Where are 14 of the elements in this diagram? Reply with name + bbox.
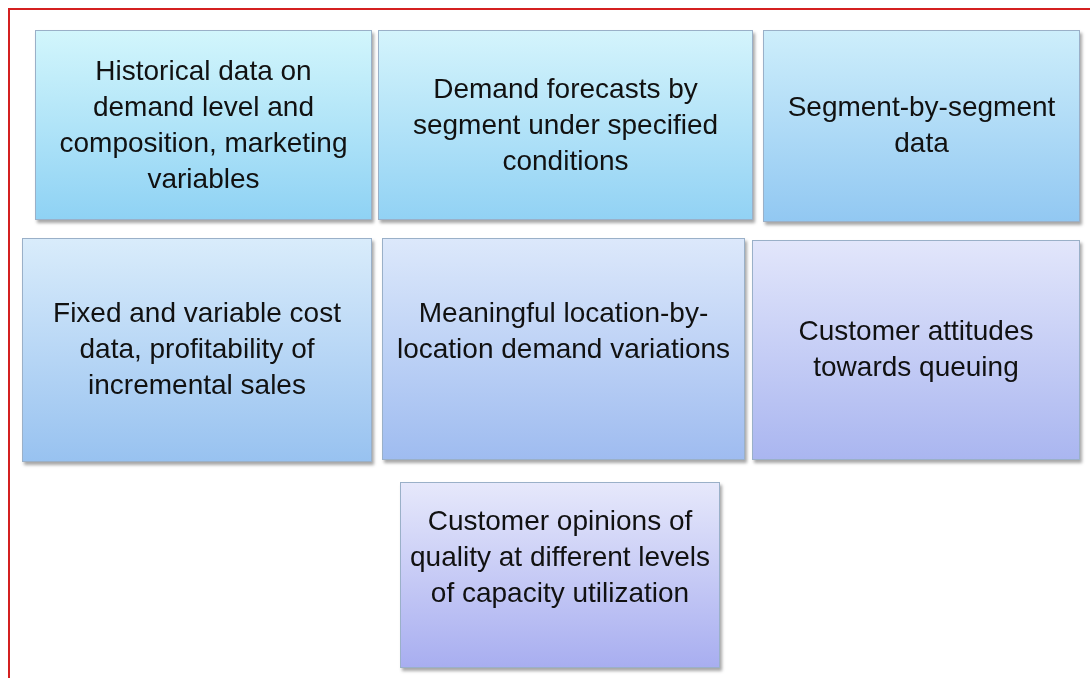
info-box bbox=[752, 240, 1080, 460]
box-text: Historical data on demand level and composition, marketing variables bbox=[58, 54, 349, 196]
info-box bbox=[400, 482, 720, 668]
box-text: Customer attitudes towards queuing bbox=[797, 314, 1035, 384]
box-text: Demand forecasts by segment under specified conditions bbox=[411, 72, 720, 178]
info-box bbox=[35, 30, 372, 220]
info-box bbox=[22, 238, 372, 462]
info-box bbox=[382, 238, 745, 460]
box-text: Meaningful location-by-location demand variations bbox=[395, 296, 732, 366]
info-box bbox=[378, 30, 753, 220]
box-text: Segment-by-segment data bbox=[786, 90, 1057, 160]
box-text: Fixed and variable cost data, profitability of incremental sales bbox=[52, 296, 342, 402]
info-box bbox=[763, 30, 1080, 222]
box-text: Customer opinions of quality at different levels of capacity utilization bbox=[409, 504, 711, 610]
